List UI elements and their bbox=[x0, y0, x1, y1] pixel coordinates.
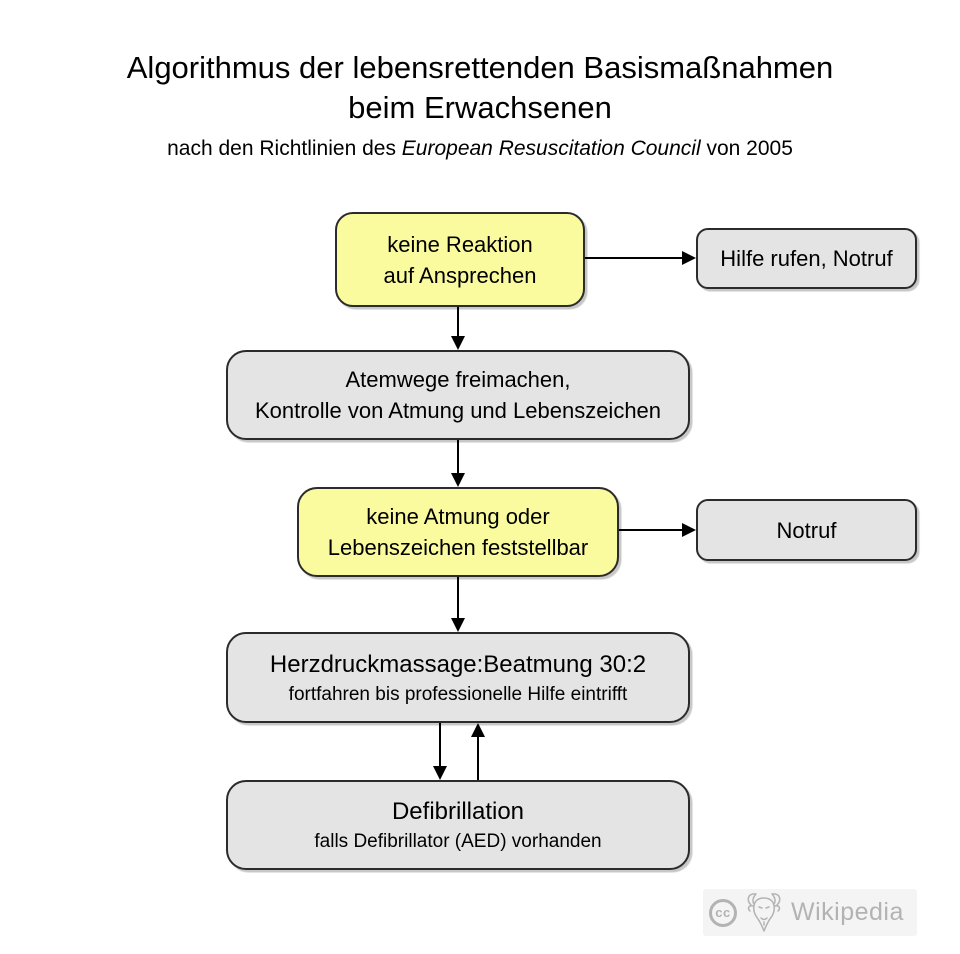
flow-node-cpr: Herzdruckmassage:Beatmung 30:2 fortfahre… bbox=[226, 632, 690, 723]
creative-commons-icon: cc bbox=[709, 898, 737, 927]
gnu-head-icon bbox=[747, 892, 781, 932]
flow-node-no-reaction: keine Reaktion auf Ansprechen bbox=[335, 212, 585, 307]
node-text: keine Reaktion bbox=[387, 231, 533, 257]
arrow-defibrillation-to-cpr bbox=[471, 723, 485, 780]
flow-node-emergency-call: Notruf bbox=[696, 499, 917, 561]
node-text: Atemwege freimachen, bbox=[345, 367, 571, 392]
arrow-no-breathing-to-emergency-call bbox=[619, 523, 696, 537]
flow-node-no-breathing: keine Atmung oder Lebenszeichen feststel… bbox=[297, 487, 619, 577]
diagram-header: Algorithmus der lebensrettenden Basismaß… bbox=[0, 48, 960, 162]
node-text: auf Ansprechen bbox=[383, 262, 537, 288]
subtitle-italic: European Resuscitation Council bbox=[401, 137, 701, 160]
node-text: Lebenszeichen feststellbar bbox=[327, 535, 589, 560]
subtitle-prefix: nach den Richtlinien des bbox=[167, 137, 402, 160]
arrow-no-reaction-to-call-help bbox=[585, 251, 696, 265]
node-text: Hilfe rufen, Notruf bbox=[720, 246, 893, 271]
wikipedia-brand-label: Wikipedia bbox=[791, 898, 904, 926]
title-line-1: Algorithmus der lebensrettenden Basismaß… bbox=[126, 50, 834, 85]
arrow-airways-to-no-breathing bbox=[451, 440, 465, 487]
node-text: Herzdruckmassage:Beatmung 30:2 bbox=[269, 650, 647, 678]
arrow-cpr-to-defibrillation bbox=[433, 723, 447, 780]
page-subtitle: nach den Richtlinien des European Resusc… bbox=[0, 136, 960, 162]
node-text: Defibrillation bbox=[391, 798, 525, 825]
flow-node-defibrillation: Defibrillation falls Defibrillator (AED)… bbox=[226, 780, 690, 870]
arrow-no-breathing-to-cpr bbox=[451, 577, 465, 632]
flow-node-call-help: Hilfe rufen, Notruf bbox=[696, 228, 917, 289]
title-line-2: beim Erwachsenen bbox=[348, 90, 612, 125]
watermark-bar: cc Wikipedia bbox=[703, 889, 917, 936]
flow-node-airways: Atemwege freimachen, Kontrolle von Atmun… bbox=[226, 350, 690, 440]
node-text: falls Defibrillator (AED) vorhanden bbox=[314, 831, 602, 852]
node-text: Kontrolle von Atmung und Lebenszeichen bbox=[254, 398, 662, 423]
page-title: Algorithmus der lebensrettenden Basismaß… bbox=[0, 48, 960, 128]
node-text: keine Atmung oder bbox=[366, 504, 550, 529]
node-text: fortfahren bis professionelle Hilfe eint… bbox=[288, 683, 628, 705]
subtitle-suffix: von 2005 bbox=[700, 137, 793, 160]
arrow-no-reaction-to-airways bbox=[451, 307, 465, 350]
node-text: Notruf bbox=[776, 517, 837, 543]
